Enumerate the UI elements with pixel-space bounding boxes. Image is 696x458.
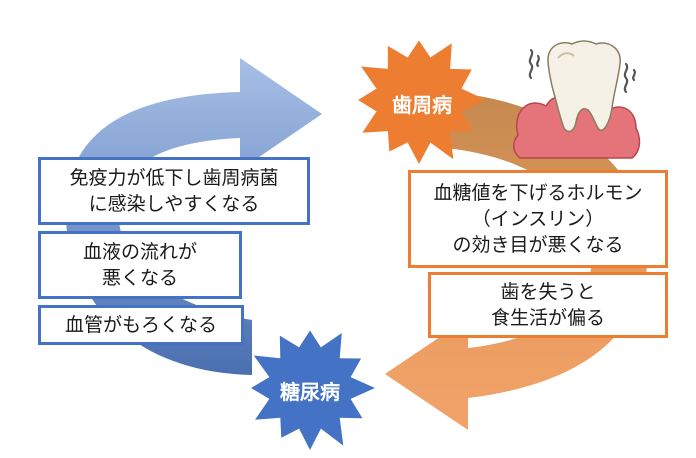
diabetes-burst <box>251 330 375 450</box>
blood-flow-box: 血液の流れが 悪くなる <box>38 231 242 299</box>
tooth-loss-box: 歯を失うと 食生活が偏る <box>428 272 668 338</box>
insulin-box: 血糖値を下げるホルモン （インスリン） の効き目が悪くなる <box>408 170 668 268</box>
box-line: に感染しやすくなる <box>88 193 260 215</box>
box-line: の効き目が悪くなる <box>452 234 624 256</box>
box-line: 血糖値を下げるホルモン <box>433 182 643 204</box>
box-line: 血管がもろくなる <box>64 314 217 336</box>
box-line: 免疫力が低下し歯周病菌 <box>69 167 279 189</box>
box-line: 悪くなる <box>101 267 178 289</box>
immunity-drop-box: 免疫力が低下し歯周病菌 に感染しやすくなる <box>38 157 310 225</box>
box-line: 食生活が偏る <box>490 307 605 329</box>
loose-tooth-icon <box>513 40 641 159</box>
box-line: （インスリン） <box>471 208 605 230</box>
fragile-vessels-box: 血管がもろくなる <box>38 305 244 345</box>
box-line: 血液の流れが <box>82 241 197 263</box>
box-line: 歯を失うと <box>500 281 596 303</box>
periodontitis-label: 歯周病 <box>392 93 452 117</box>
diabetes-label: 糖尿病 <box>280 380 340 404</box>
periodontitis-burst <box>358 40 486 164</box>
